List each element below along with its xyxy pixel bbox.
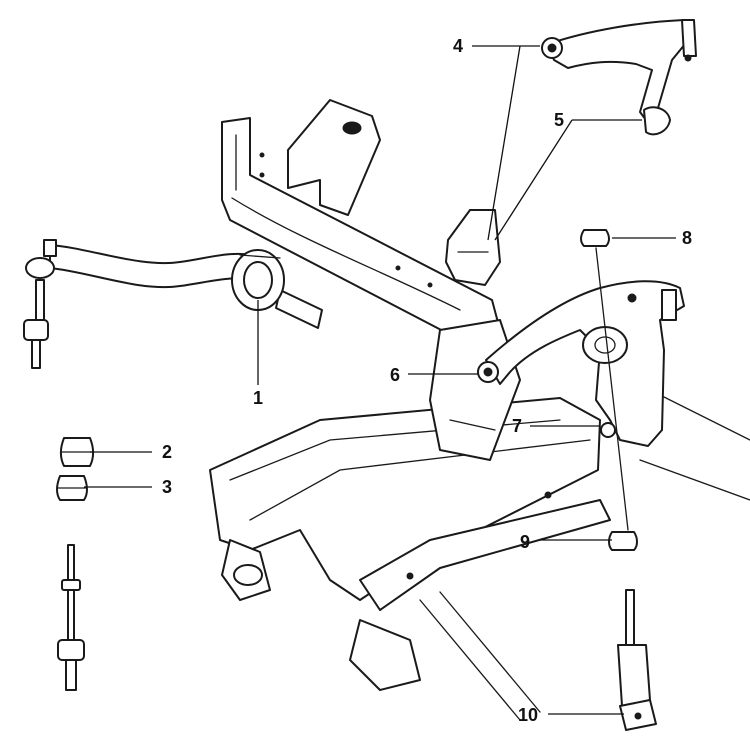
callout-10: 10 <box>518 705 538 725</box>
callout-7: 7 <box>512 416 522 436</box>
upper-frame-member <box>221 99 501 346</box>
callout-5: 5 <box>554 110 564 130</box>
upper-arm-bracket <box>445 209 501 286</box>
callout-3: 3 <box>162 477 172 497</box>
callout-6: 6 <box>390 365 400 385</box>
lower-control-arm <box>477 280 685 447</box>
shock-absorber <box>580 229 657 731</box>
callout-2: 2 <box>162 442 172 462</box>
bushing-part-3 <box>56 475 88 501</box>
bushing-part-2 <box>60 437 94 467</box>
leader-lines <box>84 45 676 715</box>
callout-4: 4 <box>453 36 463 56</box>
stabilizer-link <box>57 544 85 691</box>
callout-1: 1 <box>253 388 263 408</box>
callouts: 1 2 3 4 5 8 6 7 9 10 <box>162 36 692 725</box>
callout-9: 9 <box>520 532 530 552</box>
stabilizer-bar <box>23 239 323 369</box>
lower-frame-crossmember <box>209 319 750 721</box>
upper-control-arm <box>541 19 697 136</box>
callout-8: 8 <box>682 228 692 248</box>
